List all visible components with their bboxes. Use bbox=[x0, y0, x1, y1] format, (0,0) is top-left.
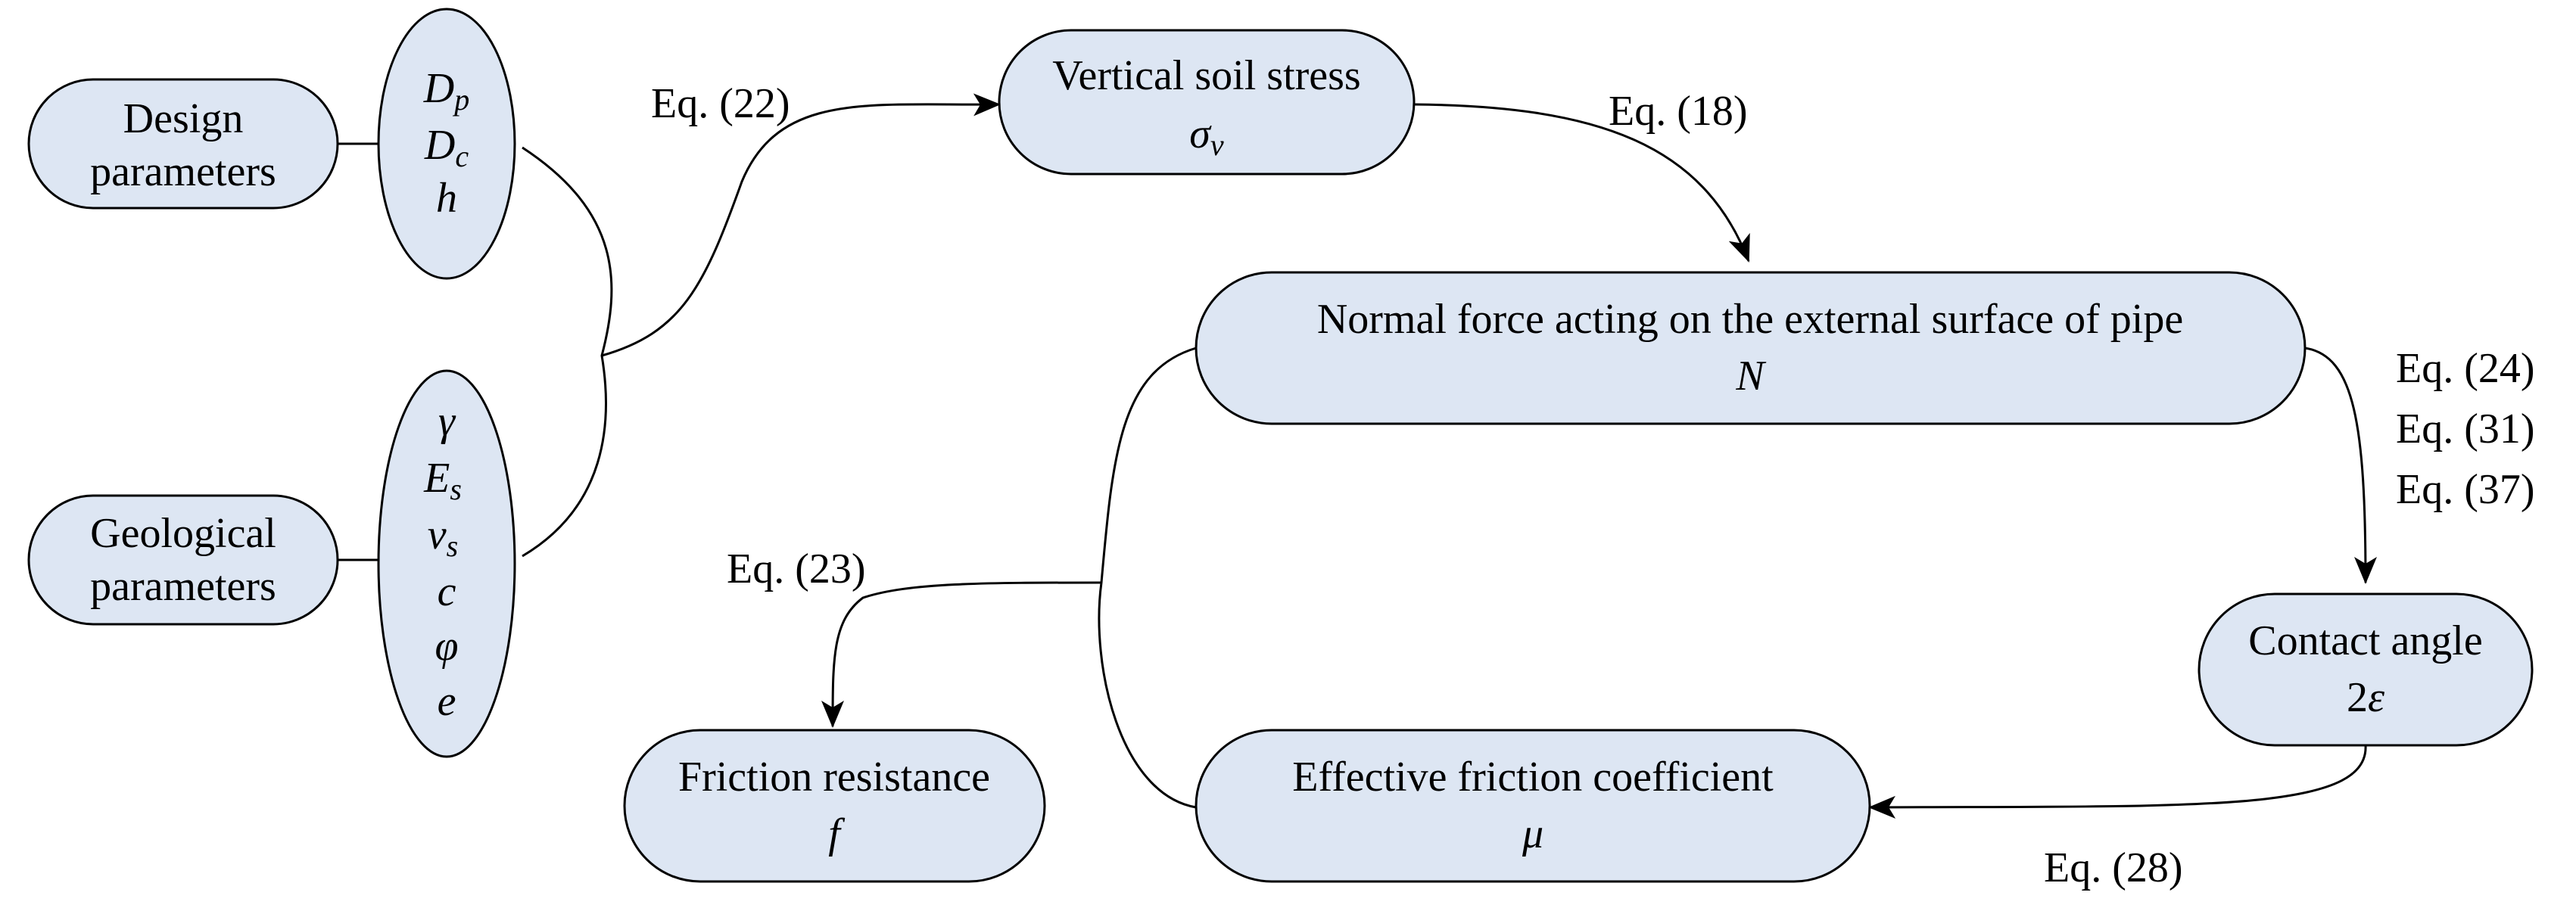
normal-force-node bbox=[1195, 271, 2307, 425]
geo-var-vs: vs bbox=[428, 511, 458, 563]
arrow-to-normal-force bbox=[1413, 103, 1750, 263]
geo-var-phi: φ bbox=[435, 623, 459, 670]
eq-22-label: Eq. (22) bbox=[651, 80, 790, 127]
design-var-dp: Dp bbox=[423, 65, 469, 117]
design-parameters-label-2: parameters bbox=[90, 148, 276, 195]
arrow-to-contact-angle bbox=[2304, 347, 2377, 584]
contact-angle-label: Contact angle bbox=[2248, 617, 2482, 664]
design-var-h: h bbox=[436, 175, 457, 222]
eq-31-label: Eq. (31) bbox=[2396, 406, 2535, 452]
effective-friction-label: Effective friction coefficient bbox=[1292, 754, 1774, 801]
eq-24-label: Eq. (24) bbox=[2396, 345, 2535, 392]
design-variables-node bbox=[377, 8, 516, 280]
arrow-to-effective-friction bbox=[1868, 745, 2367, 819]
eq-37-label: Eq. (37) bbox=[2396, 466, 2535, 513]
geo-var-e: e bbox=[438, 678, 456, 725]
design-var-dc: Dc bbox=[424, 122, 469, 173]
eq-18-label: Eq. (18) bbox=[1609, 88, 1748, 135]
normal-force-label: Normal force acting on the external surf… bbox=[1317, 296, 2183, 343]
geo-var-es: Es bbox=[423, 455, 462, 506]
geological-variables-node bbox=[377, 369, 516, 758]
geological-parameters-label-2: parameters bbox=[90, 563, 276, 610]
vertical-soil-stress-symbol: σv bbox=[1189, 110, 1224, 162]
design-parameters-node bbox=[27, 78, 339, 210]
vertical-soil-stress-node bbox=[998, 29, 1416, 176]
merge-curve bbox=[522, 146, 613, 558]
vertical-soil-stress-label: Vertical soil stress bbox=[1052, 52, 1360, 99]
eq-28-label: Eq. (28) bbox=[2044, 844, 2183, 891]
effective-friction-symbol: μ bbox=[1522, 810, 1543, 857]
arrow-to-friction-resistance bbox=[821, 581, 1102, 728]
normal-force-symbol: N bbox=[1735, 353, 1766, 400]
feedback-curve bbox=[1098, 347, 1197, 809]
geological-parameters-label-1: Geological bbox=[90, 510, 276, 557]
friction-resistance-label: Friction resistance bbox=[678, 754, 990, 801]
design-parameters-label-1: Design bbox=[123, 95, 244, 142]
geo-var-gamma: γ bbox=[438, 398, 456, 445]
effective-friction-node bbox=[1195, 729, 1871, 883]
friction-resistance-node bbox=[623, 729, 1046, 883]
contact-angle-node bbox=[2198, 592, 2534, 747]
geological-parameters-node bbox=[27, 494, 339, 626]
eq-23-label: Eq. (23) bbox=[727, 546, 866, 592]
contact-angle-symbol: 2ε bbox=[2347, 674, 2385, 721]
arrow-to-vertical-stress bbox=[601, 93, 1001, 357]
geo-var-c: c bbox=[438, 568, 456, 615]
